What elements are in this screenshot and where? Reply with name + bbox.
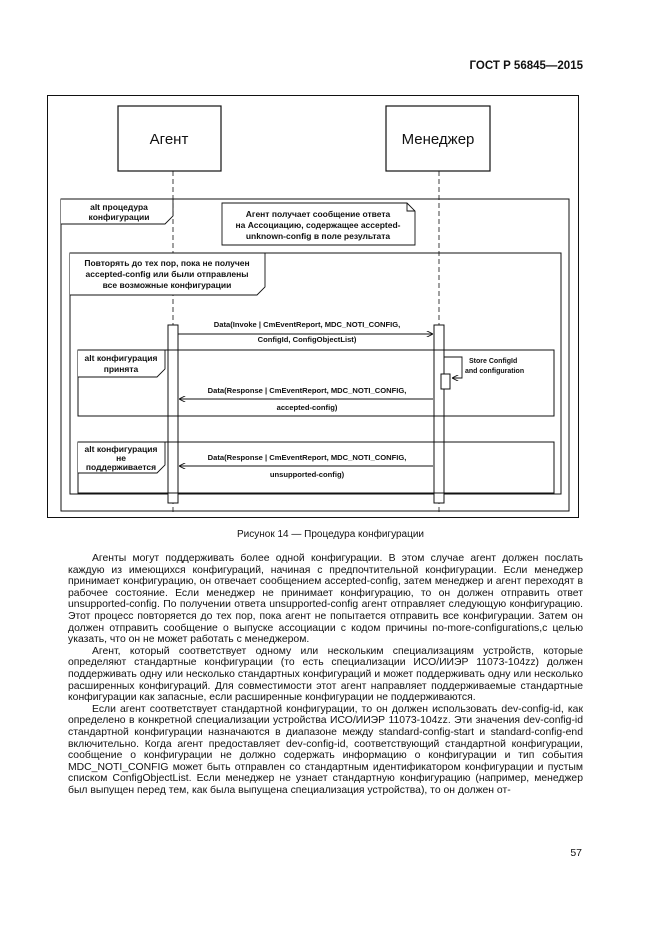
store-self-arrow	[444, 356, 463, 378]
msg3-line-1: Data(Response | CmEventReport, MDC_NOTI_…	[208, 453, 407, 462]
loop-label-1: Повторять до тех пор, пока не получен	[84, 258, 249, 268]
loop-label-3: все возможные конфигурации	[103, 280, 232, 290]
alt-unsupported-label-3: поддерживается	[86, 462, 156, 472]
alt-procedure-frame	[60, 198, 570, 512]
paragraph: Агент, который соответствует одному или …	[68, 645, 583, 704]
alt-unsupported-label-1: alt конфигурация	[85, 444, 158, 454]
loop-label-2: accepted-config или были отправлены	[86, 269, 249, 279]
msg2-line-1: Data(Response | CmEventReport, MDC_NOTI_…	[208, 386, 407, 395]
paragraph: Агенты могут поддерживать более одной ко…	[68, 553, 583, 646]
agent-activation	[167, 324, 179, 504]
body-text: Агенты могут поддерживать более одной ко…	[68, 553, 583, 796]
alt-procedure-label-2: конфигурации	[89, 212, 150, 222]
note-line-3: unknown-config в поле результата	[246, 231, 391, 241]
paragraph: Если агент соответствует стандартной кон…	[68, 703, 583, 796]
alt-unsupported-label-2: не	[116, 453, 126, 463]
loop-frame	[69, 252, 562, 495]
msg3-line-2: unsupported-config)	[270, 470, 345, 479]
sequence-diagram: Агент Менеджер alt процедура конфигураци…	[47, 95, 579, 518]
agent-label: Агент	[150, 131, 189, 148]
diagram-frame	[47, 95, 579, 518]
alt-accepted-frame	[77, 349, 555, 417]
alt-accepted-label-2: принята	[104, 364, 139, 374]
note-box	[221, 202, 416, 246]
loop-tab	[70, 252, 266, 296]
note-line-1: Агент получает сообщение ответа	[246, 209, 391, 219]
agent-lifeline-box	[117, 105, 222, 172]
figure-caption: Рисунок 14 — Процедура конфигурации	[236, 529, 424, 540]
store-line-2: and configuration	[465, 368, 524, 375]
msg1-line-1: Data(Invoke | CmEventReport, MDC_NOTI_CO…	[214, 320, 401, 329]
alt-accepted-label-1: alt конфигурация	[85, 353, 158, 363]
alt-accepted-tab	[78, 349, 166, 378]
note-line-2: на Ассоциацию, содержащее accepted-	[235, 220, 400, 230]
alt-unsupported-tab	[78, 441, 166, 474]
standard-code: ГОСТ Р 56845—2015	[469, 60, 583, 72]
manager-label: Менеджер	[402, 131, 475, 148]
page-number: 57	[570, 847, 582, 859]
store-activation	[440, 373, 451, 390]
alt-procedure-label-1: alt процедура	[90, 202, 148, 212]
msg1-line-2: ConfigId, ConfigObjectList)	[258, 335, 357, 344]
store-line-1: Store ConfigId	[469, 358, 517, 365]
manager-activation	[433, 324, 445, 504]
manager-lifeline-box	[385, 105, 491, 172]
msg2-line-2: accepted-config)	[277, 403, 338, 412]
alt-procedure-tab	[61, 198, 174, 225]
